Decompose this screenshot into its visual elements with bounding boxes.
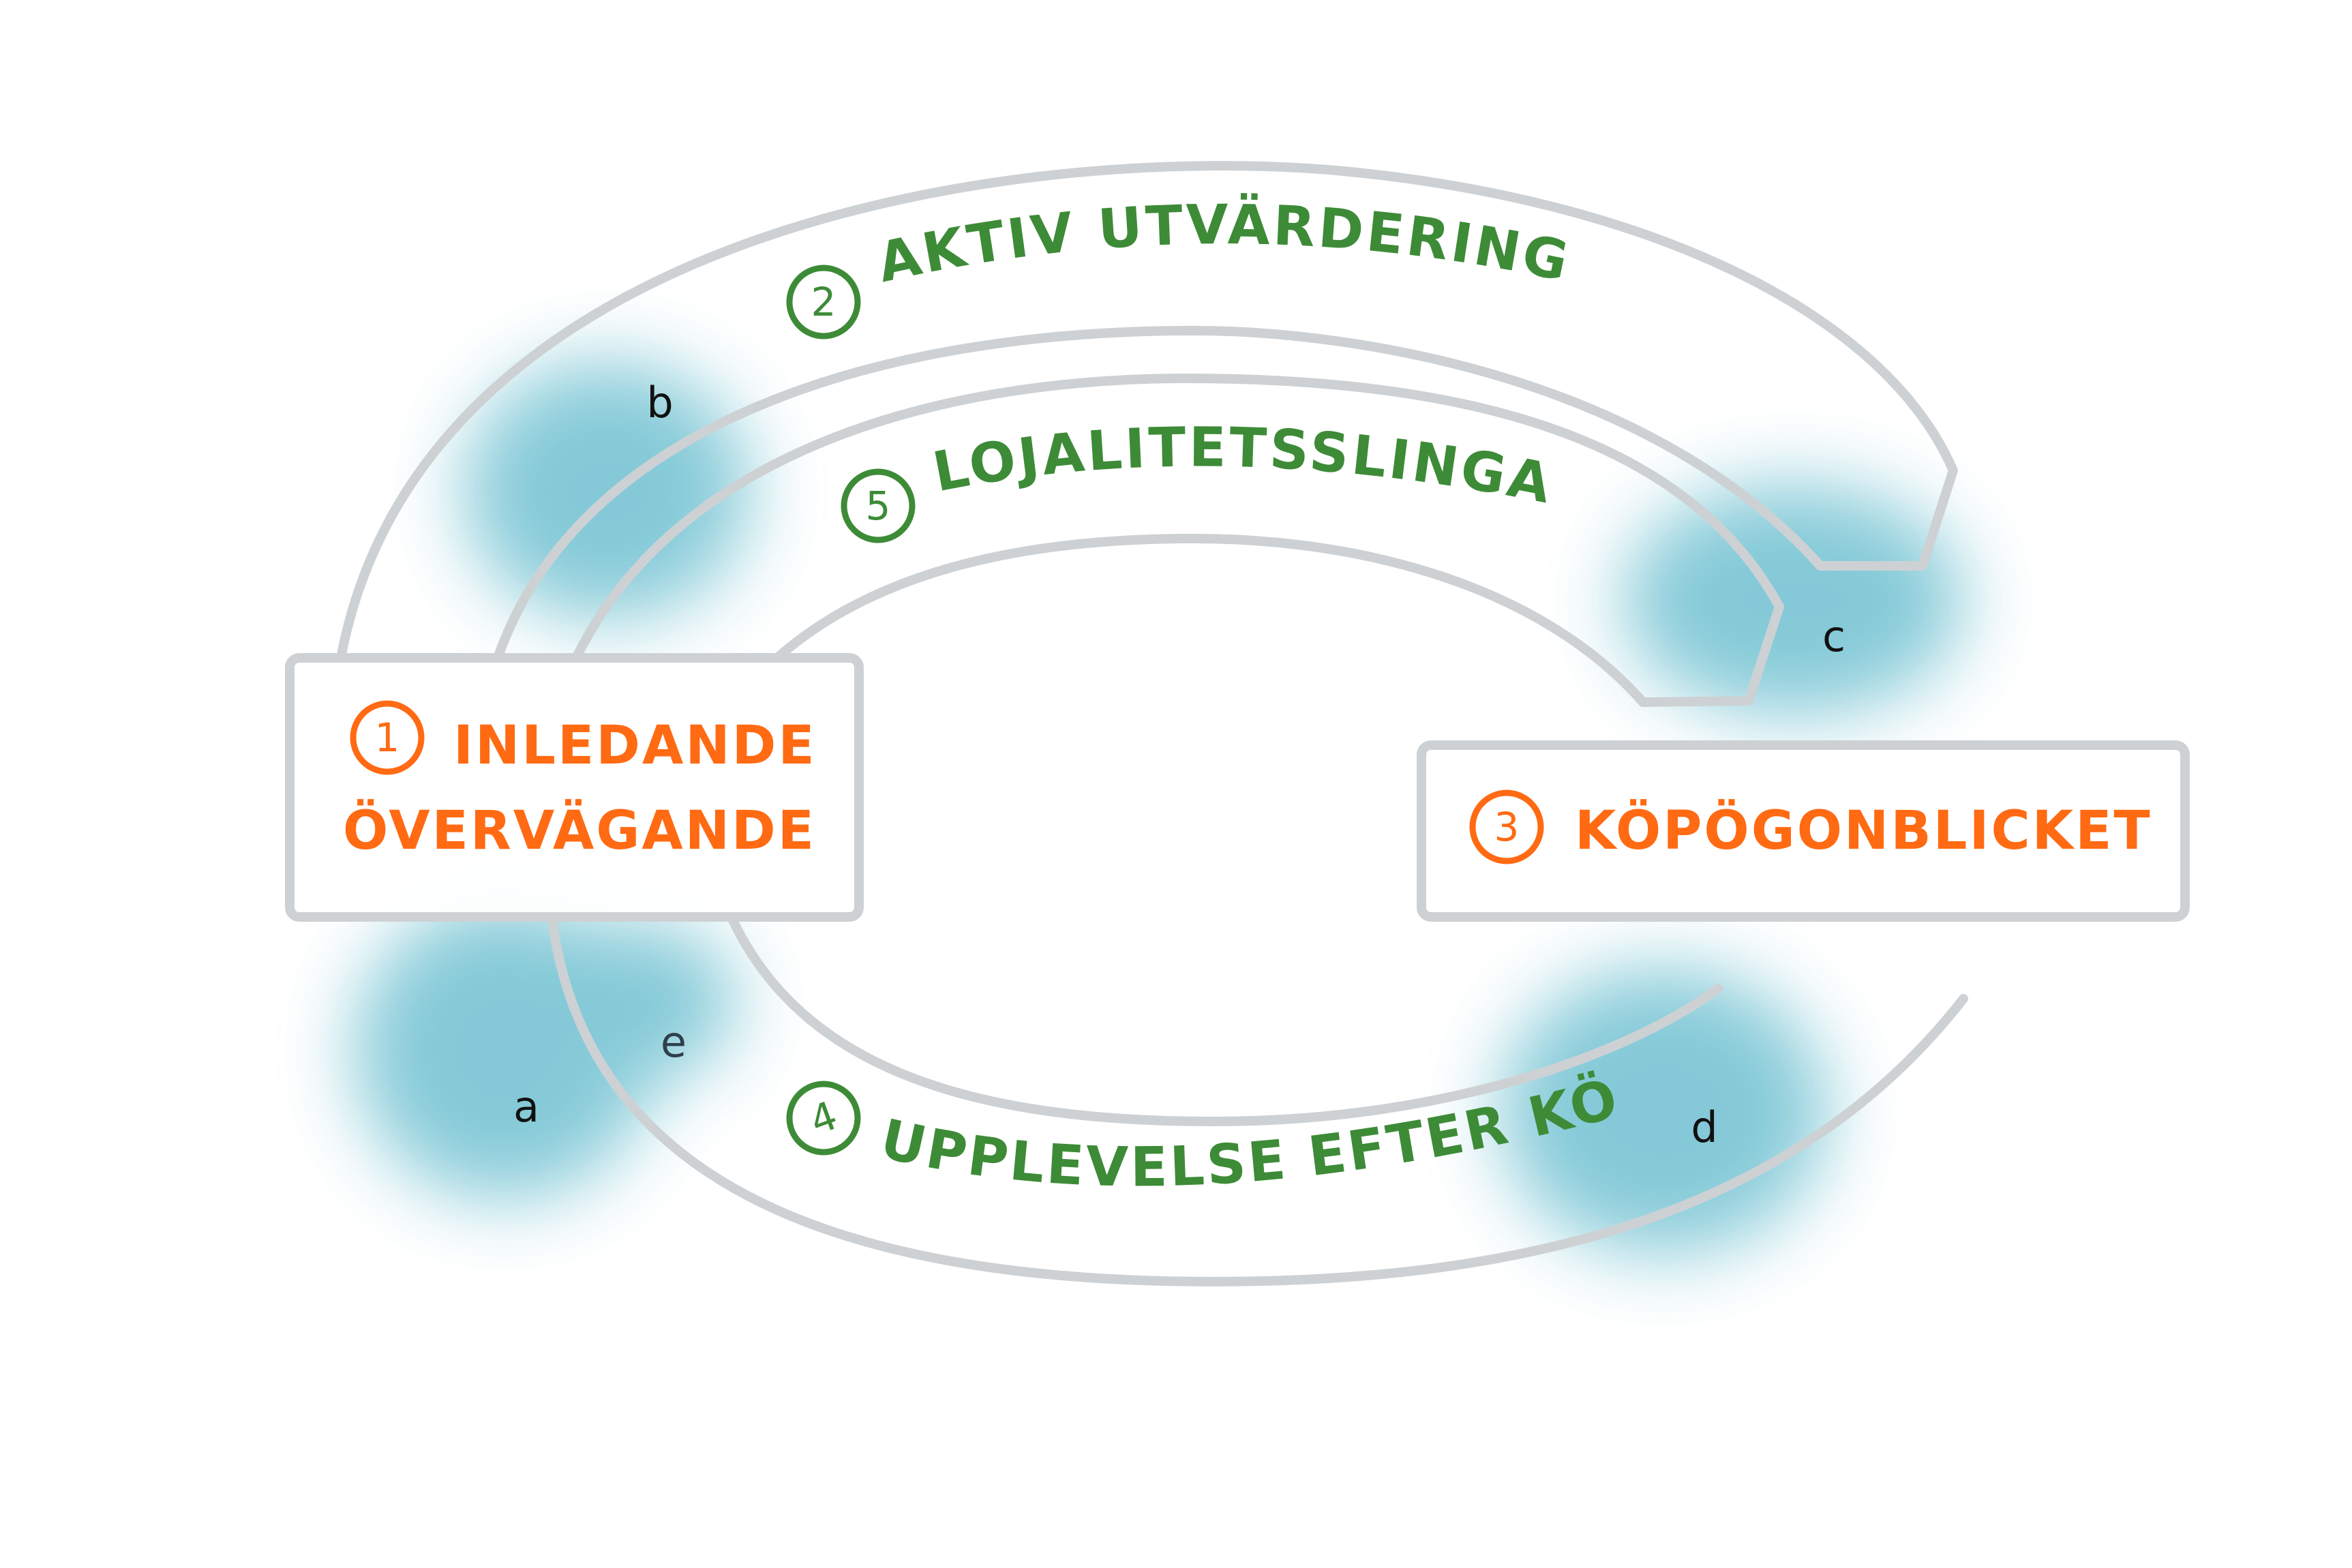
post-purchase-outer-arc: [547, 916, 1968, 1286]
stage-purchase-label: KÖPÖGONBLICKET: [1575, 799, 2152, 862]
stage-initial-line2: ÖVERVÄGANDE: [343, 799, 816, 862]
stage-evaluation-number-circle: [786, 265, 861, 340]
highlight-b: [464, 361, 750, 620]
stage-loyalty-number: 5: [866, 483, 891, 529]
evaluation-outer-arc: [336, 161, 1958, 663]
touchpoint-label-c: c: [1822, 612, 1845, 661]
stage-purchase-frame: [1417, 740, 2190, 922]
stage-initial-number-circle: [350, 700, 425, 775]
stage-evaluation-number: 2: [811, 279, 836, 325]
stage-initial-number: 1: [375, 714, 400, 761]
touchpoint-label-b: b: [646, 378, 673, 427]
touchpoint-label-e: e: [661, 1017, 687, 1067]
stage-loyalty-label: LOJALITETSSLINGA: [928, 415, 1558, 515]
touchpoint-label-a: a: [513, 1082, 539, 1132]
highlight-e: [518, 920, 736, 1084]
stage-purchase-number: 3: [1494, 804, 1520, 850]
stage-purchase-box: 3 KÖPÖGONBLICKET: [1417, 740, 2190, 922]
stage-purchase-number-circle: [1469, 789, 1544, 864]
touchpoint-highlights: [355, 361, 1963, 1254]
stage-evaluation-label: AKTIV UTVÄRDERING: [872, 192, 1576, 295]
stage-evaluation-label-group: 2 AKTIV UTVÄRDERING: [786, 192, 1576, 340]
stage-initial-line1: INLEDANDE: [453, 715, 817, 777]
stage-evaluation-label-path: AKTIV UTVÄRDERING: [872, 192, 1573, 295]
stage-loyalty-number-circle: [841, 468, 916, 543]
stage-loyalty-label-path: LOJALITETSSLINGA: [928, 415, 1556, 515]
stage-initial-box: 1 INLEDANDE ÖVERVÄGANDE: [285, 653, 864, 922]
highlight-c: [1623, 484, 1963, 716]
loyalty-outer-arc: [571, 374, 1784, 707]
stage-initial-frame: [285, 653, 864, 922]
journey-tracks: [336, 161, 1968, 1286]
post-purchase-inner-arc: [728, 916, 1723, 1126]
stage-loyalty-label-group: 5 LOJALITETSSLINGA: [841, 415, 1558, 543]
stage-post-purchase-number-circle: [786, 1081, 861, 1156]
touchpoint-label-d: d: [1691, 1102, 1717, 1152]
loyalty-inner-arc: [772, 534, 1648, 707]
stage-post-purchase-number: 4: [804, 1092, 843, 1145]
evaluation-inner-arc: [493, 326, 1825, 663]
